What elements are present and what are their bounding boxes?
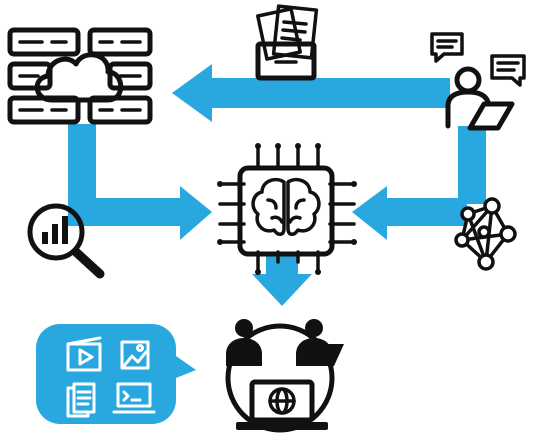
cloud-server-icon [7,27,153,125]
magnifier-chart-icon [27,203,105,279]
media-speech-bubble-icon [36,324,196,424]
network-graph-icon [454,197,517,271]
arrow-chip-to-collaboration [252,252,312,306]
arrow-presenter-to-cloud [172,64,450,122]
ai-brain-chip-icon [217,143,357,275]
presenter-chat-icon [430,32,526,131]
people-laptop-globe-icon [225,319,344,433]
arrow-presenter-to-chip [352,126,486,240]
arrow-cloud-to-chip [68,124,212,240]
document-folder-icon [255,4,319,81]
